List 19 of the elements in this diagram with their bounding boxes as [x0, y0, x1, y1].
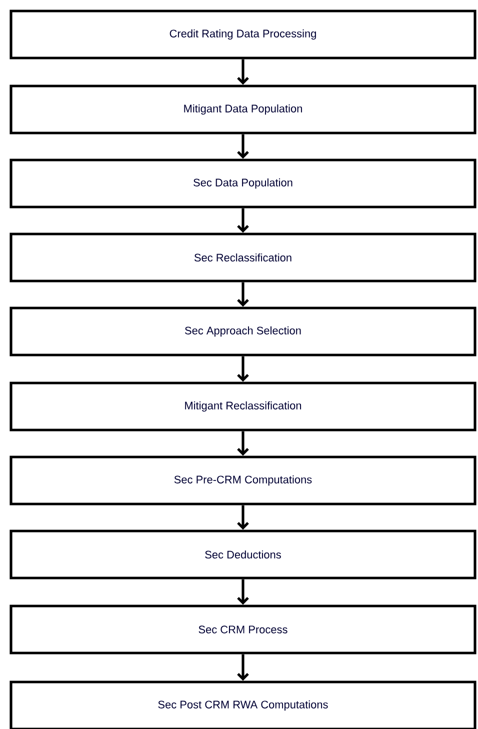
arrow: [237, 59, 249, 85]
process-box: Mitigant Data Population: [10, 84, 476, 134]
arrow: [237, 654, 249, 681]
arrow: [237, 208, 249, 233]
arrow: [237, 356, 249, 382]
process-box: Sec Reclassification: [10, 232, 476, 282]
arrow: [237, 134, 249, 159]
process-box: Sec Pre-CRM Computations: [10, 456, 476, 506]
arrow: [237, 431, 249, 456]
process-box: Mitigant Reclassification: [10, 382, 476, 432]
process-box: Sec CRM Process: [10, 604, 476, 654]
process-box: Sec Data Population: [10, 158, 476, 208]
arrow: [237, 282, 249, 307]
arrow: [237, 579, 249, 605]
process-box: Sec Post CRM RWA Computations: [10, 680, 476, 729]
process-box: Sec Approach Selection: [10, 306, 476, 356]
process-box: Credit Rating Data Processing: [10, 10, 476, 60]
process-box: Sec Deductions: [10, 530, 476, 580]
arrow: [237, 505, 249, 530]
